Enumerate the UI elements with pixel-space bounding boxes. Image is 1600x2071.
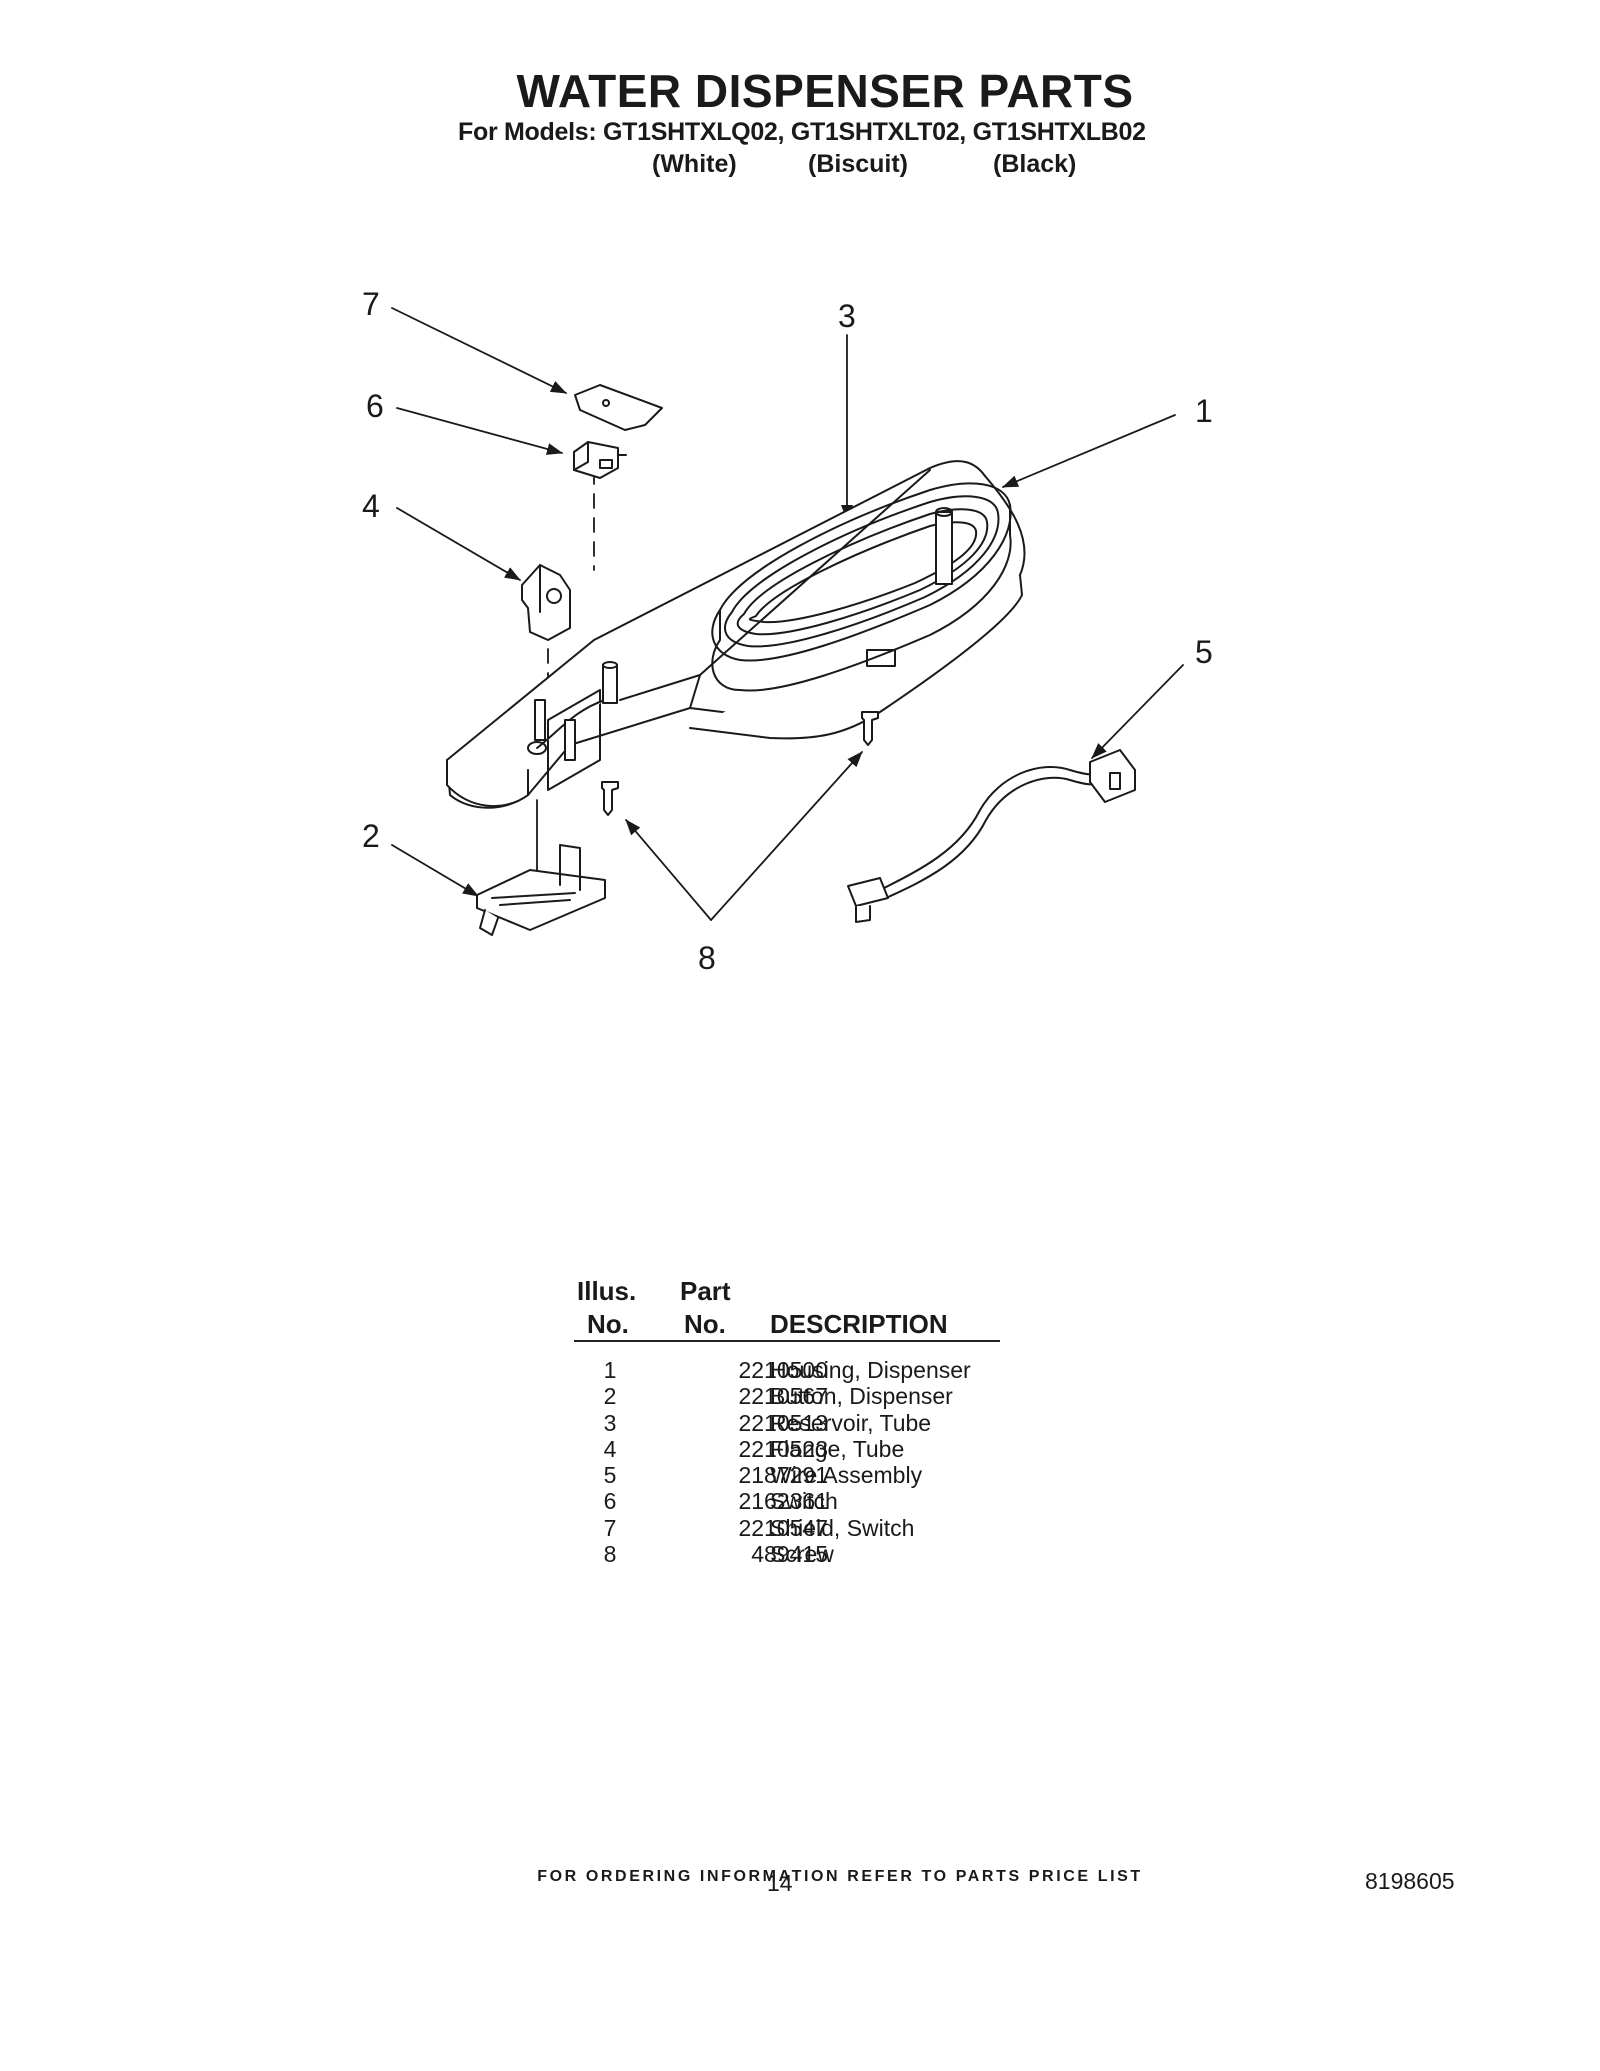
part-no: 489415 [751,1541,828,1568]
parts-rows: 1 2210500 Housing, Dispenser 2 2210567 B… [574,1357,1014,1567]
tube-flange-part [521,564,571,641]
callout-2: 2 [362,818,380,854]
document-number: 8198605 [1365,1868,1455,1894]
illus-no: 4 [603,1435,617,1462]
ordering-note: FOR ORDERING INFORMATION REFER TO PARTS … [537,1868,1143,1885]
part-no: 2210547 [738,1514,828,1541]
illus-no: 7 [603,1514,617,1541]
color-black-label: (Black) [993,150,1077,178]
callout-4: 4 [362,488,380,524]
description-header: DESCRIPTION [770,1309,948,1339]
table-row: 1 2210500 Housing, Dispenser [574,1357,1014,1383]
illus-header-line1: Illus. [577,1276,637,1306]
callout-7: 7 [362,286,380,322]
callout-3: 3 [838,298,856,334]
table-row: 6 2162361 Switch [574,1488,1014,1514]
part-no: 2210500 [738,1357,828,1383]
table-row: 3 2210513 Reservoir, Tube [574,1410,1014,1436]
illus-no: 3 [603,1409,617,1436]
part-no: 2187291 [738,1462,828,1489]
part-description: Shield, Switch [770,1514,915,1541]
color-white-label: (White) [652,150,737,178]
part-description: Screw [770,1541,834,1568]
table-row: 5 2187291 Wire Assembly [574,1462,1014,1488]
callout-1: 1 [1195,393,1213,429]
callout-6: 6 [366,388,384,424]
switch-shield-part [574,384,663,431]
page-title: WATER DISPENSER PARTS [516,65,1134,117]
part-no: 2210513 [738,1409,828,1436]
part-description: Housing, Dispenser [770,1357,971,1383]
table-row: 4 2210523 Flange, Tube [574,1436,1014,1462]
illus-no: 6 [603,1488,617,1515]
table-header-rule [574,1340,1000,1342]
illus-no: 5 [603,1462,617,1489]
table-row: 8 489415 Screw [574,1541,1014,1567]
callout-8: 8 [698,940,716,976]
page-number: 14 [767,1870,793,1896]
part-no: 2210523 [738,1435,828,1462]
dispenser-button-part [476,844,606,936]
screw-part [601,711,879,816]
reservoir-tube-coil [711,482,1012,692]
models-line: For Models: GT1SHTXLQ02, GT1SHTXLT02, GT… [458,118,1146,146]
part-no: 2162361 [738,1488,828,1515]
table-row: 2 2210567 Button, Dispenser [574,1383,1014,1409]
part-description: Button, Dispenser [770,1383,953,1410]
part-no: 2210567 [738,1383,828,1410]
wire-assembly-part [847,749,1136,923]
illus-no: 1 [603,1357,617,1383]
illus-no: 8 [603,1541,617,1568]
color-biscuit-label: (Biscuit) [808,150,908,178]
part-description: Reservoir, Tube [770,1409,932,1436]
switch-part [573,441,627,479]
part-header-line2: No. [684,1309,726,1339]
part-header-line1: Part [680,1276,731,1306]
table-row: 7 2210547 Shield, Switch [574,1515,1014,1541]
part-description: Switch [770,1488,838,1515]
illus-no: 2 [603,1383,617,1410]
part-description: Flange, Tube [770,1435,905,1462]
callout-5: 5 [1195,634,1213,670]
part-description: Wire Assembly [770,1462,923,1489]
illus-header-line2: No. [587,1309,629,1339]
